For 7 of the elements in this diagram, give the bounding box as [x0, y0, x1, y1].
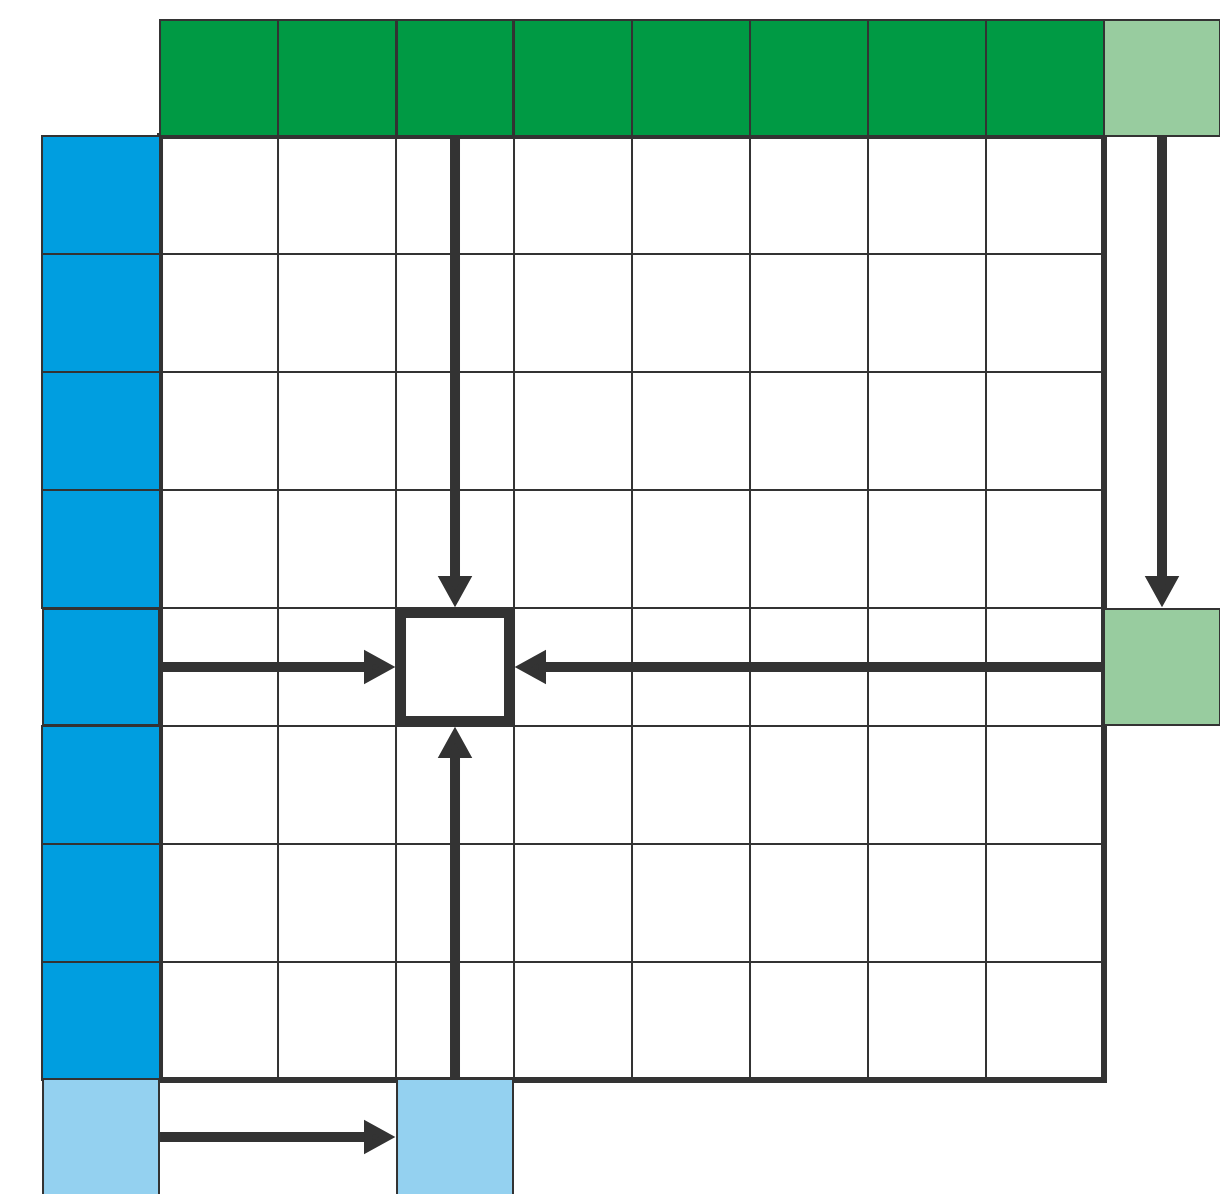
target-cell [396, 608, 514, 726]
result-cell [396, 1078, 514, 1194]
header-cell [396, 19, 514, 137]
result-cell [1103, 608, 1220, 726]
corner-cell [42, 1078, 160, 1194]
header-cell [42, 608, 160, 726]
corner-cell [1103, 19, 1220, 137]
